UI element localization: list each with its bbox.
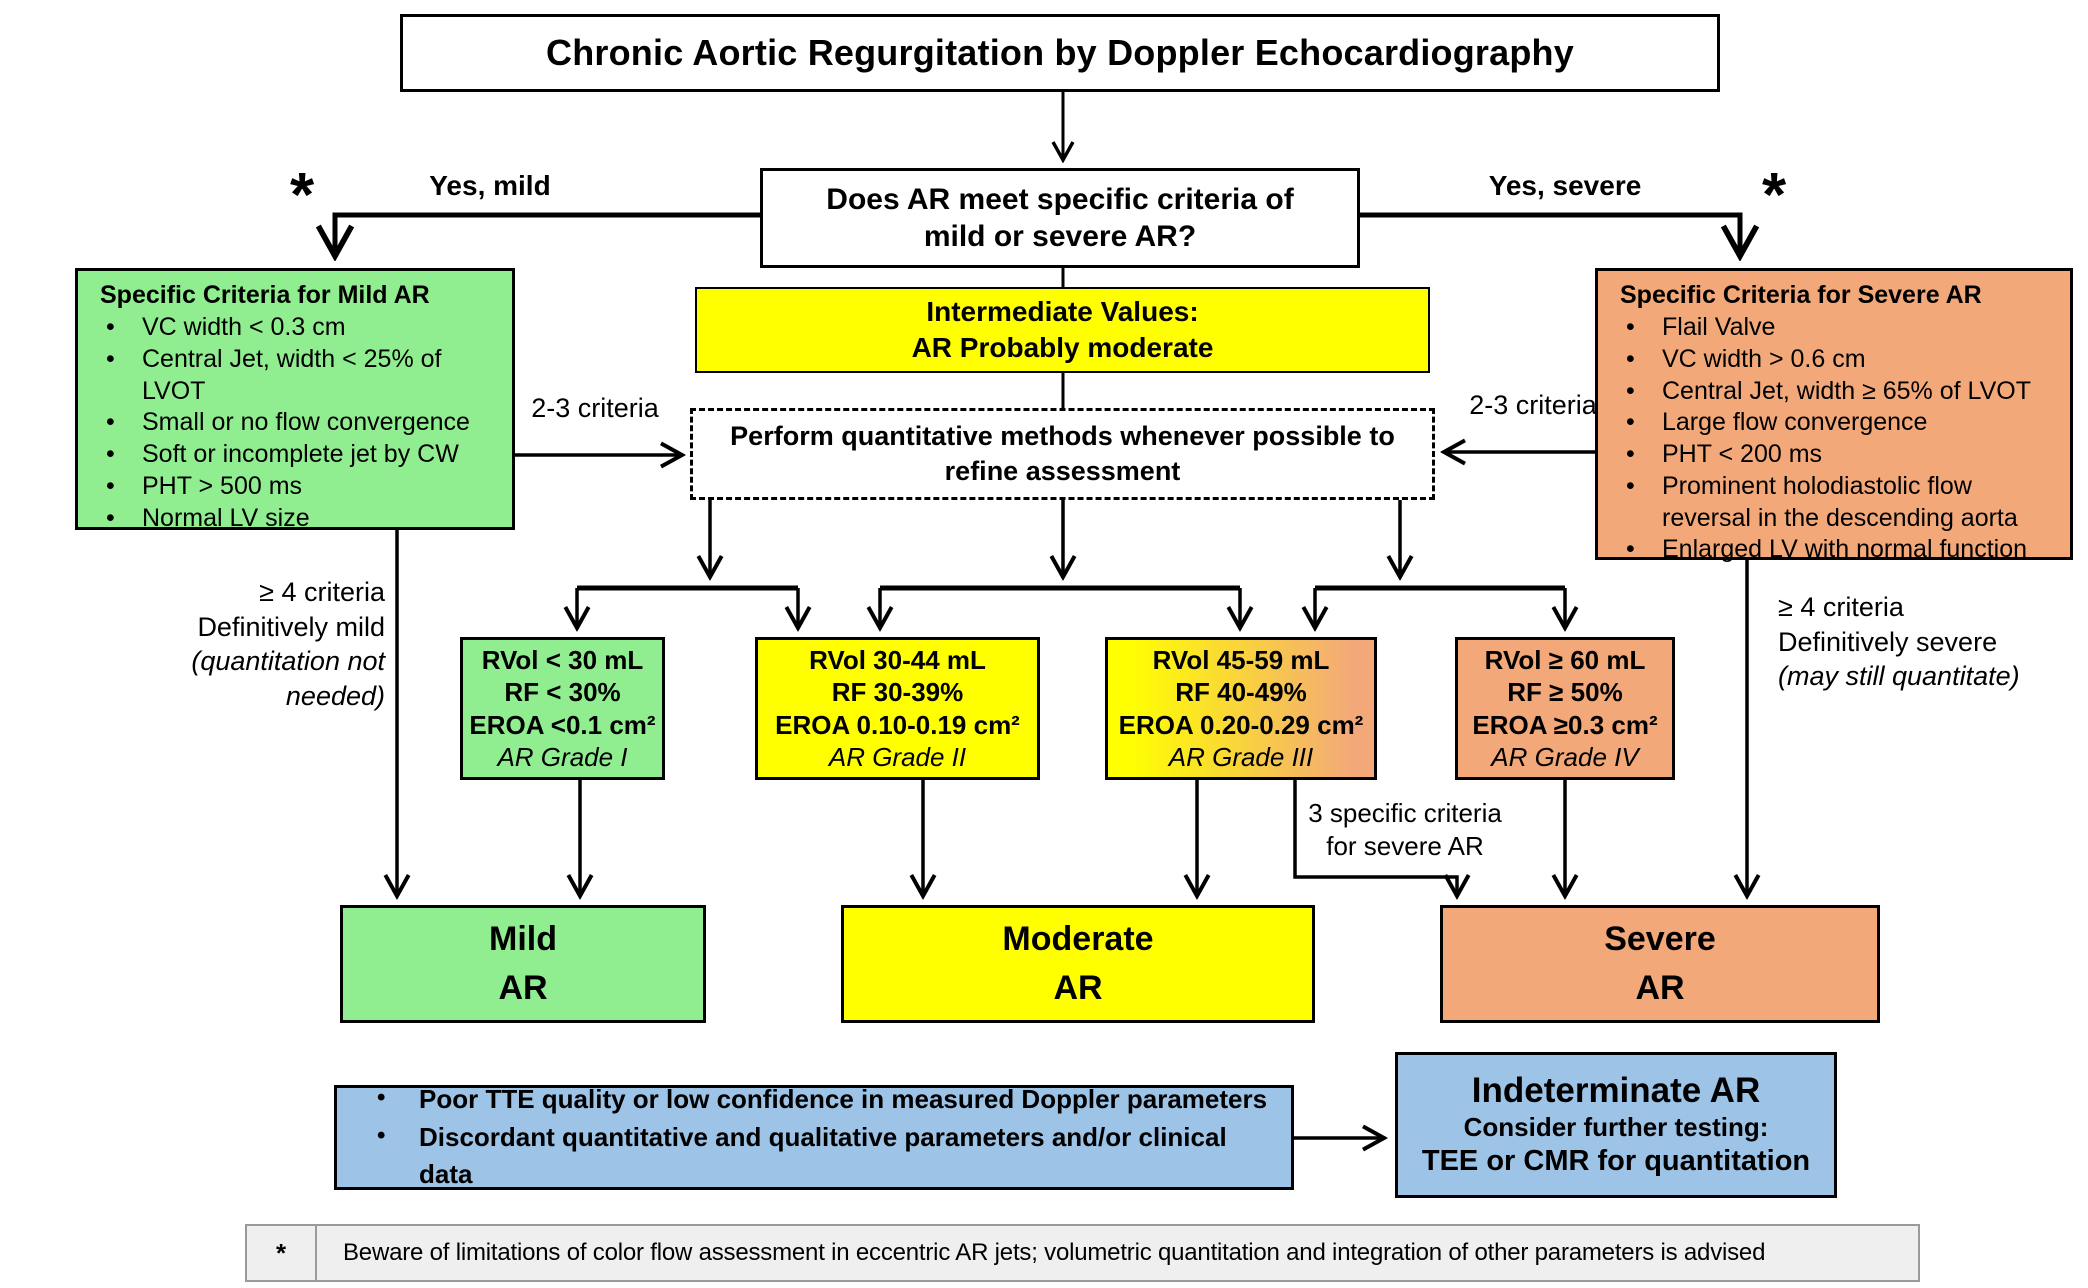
label-yes-mild: Yes, mild	[429, 170, 551, 201]
mild-criteria-item: VC width < 0.3 cm	[94, 312, 498, 344]
note-definitively-mild: ≥ 4 criteria Definitively mild (quantita…	[95, 575, 385, 713]
note-three-specific-criteria: 3 specific criteria for severe AR	[1300, 797, 1510, 864]
grade1-label: AR Grade I	[497, 742, 628, 772]
arrow-grade3-to-severe	[1293, 780, 1457, 896]
severe-criteria-item: Flail Valve	[1614, 312, 2056, 344]
note-severe-line1: ≥ 4 criteria	[1778, 592, 1904, 622]
quantitative-line1: Perform quantitative methods whenever po…	[730, 420, 1395, 451]
question-line1: Does AR meet specific criteria of	[826, 182, 1294, 216]
indeterminate-line2: Consider further testing:	[1463, 1111, 1769, 1142]
intermediate-box: Intermediate Values: AR Probably moderat…	[695, 287, 1430, 373]
grade3-box: RVol 45-59 mL RF 40-49% EROA 0.20-0.29 c…	[1105, 637, 1377, 780]
footnote-bar: * Beware of limitations of color flow as…	[245, 1224, 1920, 1282]
three-specific-line1: 3 specific criteria	[1308, 798, 1502, 828]
mild-ar-line1: Mild	[489, 919, 557, 958]
mild-criteria-item: PHT > 500 ms	[94, 471, 498, 503]
severe-criteria-item: Enlarged LV with normal function	[1614, 534, 2056, 566]
label-2-3-criteria-right: 2-3 criteria	[1469, 390, 1597, 420]
indeterminate-title: Indeterminate AR	[1471, 1070, 1761, 1110]
arrow-yes-mild	[335, 212, 760, 256]
footnote-text: Beware of limitations of color flow asse…	[343, 1239, 1766, 1266]
arrow-yes-severe	[1360, 212, 1740, 256]
mild-criteria-item: Central Jet, width < 25% of LVOT	[94, 344, 498, 408]
mild-ar-line2: AR	[498, 969, 548, 1007]
quantitative-line2: refine assessment	[944, 456, 1181, 486]
severe-criteria-item: Large flow convergence	[1614, 407, 2056, 439]
asterisk-right: *	[1762, 161, 1787, 230]
note-severe-line3: (may still quantitate)	[1778, 661, 2020, 692]
mild-criteria-item: Soft or incomplete jet by CW	[94, 439, 498, 471]
indeterminate-source-item: Poor TTE quality or low confidence in me…	[363, 1081, 1281, 1119]
grade1-eroa: EROA <0.1 cm²	[469, 709, 656, 740]
moderate-ar-line2: AR	[1053, 969, 1103, 1007]
three-specific-line2: for severe AR	[1326, 831, 1484, 862]
grade2-rf: RF 30-39%	[831, 677, 964, 707]
note-mild-line1: ≥ 4 criteria	[259, 577, 385, 607]
indeterminate-line3: TEE or CMR for quantitation	[1421, 1145, 1811, 1178]
note-mild-line3: (quantitation not needed)	[191, 646, 385, 711]
label-yes-severe: Yes, severe	[1488, 170, 1642, 201]
asterisk-left: *	[290, 161, 315, 230]
grade1-rf: RF < 30%	[504, 677, 621, 707]
grade4-eroa: EROA ≥0.3 cm²	[1472, 709, 1658, 740]
grade1-box: RVol < 30 mL RF < 30% EROA <0.1 cm² AR G…	[460, 637, 665, 780]
mild-criteria-title: Specific Criteria for Mild AR	[100, 281, 430, 309]
grade3-eroa: EROA 0.20-0.29 cm²	[1118, 709, 1364, 740]
grade4-rf: RF ≥ 50%	[1507, 677, 1623, 707]
severe-ar-line1: Severe	[1604, 919, 1716, 958]
intermediate-line2: AR Probably moderate	[911, 332, 1214, 363]
grade4-rvol: RVol ≥ 60 mL	[1484, 644, 1646, 675]
label-2-3-criteria-left: 2-3 criteria	[531, 393, 659, 423]
indeterminate-ar-box: Indeterminate AR Consider further testin…	[1395, 1052, 1837, 1198]
mild-criteria-item: Small or no flow convergence	[94, 407, 498, 439]
mild-criteria-box: Specific Criteria for Mild AR VC width <…	[75, 268, 515, 534]
grade4-label: AR Grade IV	[1491, 742, 1639, 772]
footnote-marker: *	[247, 1226, 317, 1280]
note-mild-line2: Definitively mild	[197, 611, 385, 642]
indeterminate-source-item: Discordant quantitative and qualitative …	[363, 1119, 1281, 1194]
moderate-ar-box: Moderate AR	[841, 905, 1315, 1023]
severe-criteria-item: Central Jet, width ≥ 65% of LVOT	[1614, 376, 2056, 408]
mild-criteria-item: Normal LV size	[94, 503, 498, 535]
mild-criteria-list: VC width < 0.3 cm Central Jet, width < 2…	[94, 312, 498, 534]
quantitative-methods-box: Perform quantitative methods whenever po…	[690, 408, 1435, 500]
mild-ar-box: Mild AR	[340, 905, 706, 1023]
grade3-label: AR Grade III	[1168, 742, 1314, 772]
question-line2: mild or severe AR?	[923, 220, 1197, 253]
severe-ar-line2: AR	[1635, 969, 1685, 1007]
severe-criteria-title: Specific Criteria for Severe AR	[1620, 281, 1982, 309]
moderate-ar-line1: Moderate	[1002, 919, 1154, 958]
grade3-rf: RF 40-49%	[1175, 677, 1307, 707]
grade2-box: RVol 30-44 mL RF 30-39% EROA 0.10-0.19 c…	[755, 637, 1040, 780]
severe-criteria-item: VC width > 0.6 cm	[1614, 344, 2056, 376]
grade1-rvol: RVol < 30 mL	[481, 644, 644, 675]
indeterminate-sources-box: Poor TTE quality or low confidence in me…	[334, 1081, 1294, 1190]
grade2-label: AR Grade II	[828, 742, 967, 772]
severe-criteria-box: Specific Criteria for Severe AR Flail Va…	[1595, 268, 2073, 566]
severe-criteria-list: Flail Valve VC width > 0.6 cm Central Je…	[1614, 312, 2056, 566]
indeterminate-sources-list: Poor TTE quality or low confidence in me…	[337, 1081, 1291, 1189]
severe-criteria-item: Prominent holodiastolic flow reversal in…	[1614, 471, 2056, 535]
note-definitively-severe: ≥ 4 criteria Definitively severe (may st…	[1778, 590, 2078, 694]
grade4-box: RVol ≥ 60 mL RF ≥ 50% EROA ≥0.3 cm² AR G…	[1455, 637, 1675, 780]
severe-ar-box: Severe AR	[1440, 905, 1880, 1023]
diagram-title: Chronic Aortic Regurgitation by Doppler …	[546, 32, 1574, 73]
grade3-rvol: RVol 45-59 mL	[1152, 644, 1330, 675]
note-severe-line2: Definitively severe	[1778, 626, 1998, 657]
intermediate-line1: Intermediate Values:	[926, 295, 1199, 327]
grade2-rvol: RVol 30-44 mL	[809, 644, 986, 675]
question-box: Does AR meet specific criteria of mild o…	[760, 168, 1360, 268]
severe-criteria-item: PHT < 200 ms	[1614, 439, 2056, 471]
grade2-eroa: EROA 0.10-0.19 cm²	[775, 709, 1020, 740]
diagram-title-box: Chronic Aortic Regurgitation by Doppler …	[400, 14, 1720, 92]
